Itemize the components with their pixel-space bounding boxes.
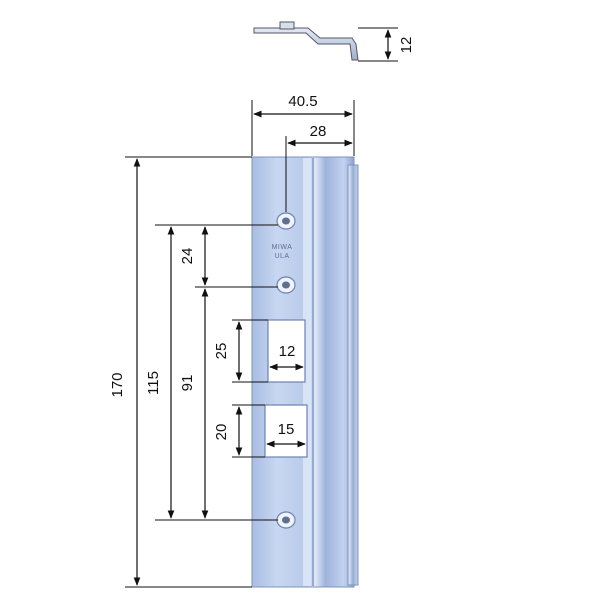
slot-dimensions: 25 12 20 15 — [213, 319, 306, 458]
side-profile-body — [253, 27, 359, 61]
top-hole-spacing-label: 24 — [179, 248, 196, 265]
slot2-width-label: 15 — [278, 421, 295, 438]
outer-hole-spacing-label: 115 — [145, 371, 162, 395]
strike-plate: MIWA ULA — [251, 156, 359, 588]
overall-width-label: 40.5 — [288, 93, 317, 110]
slot2-height-label: 20 — [213, 424, 230, 441]
screw-hole-top — [276, 212, 296, 230]
overall-height-label: 170 — [109, 372, 126, 397]
screw-hole-middle — [276, 276, 296, 294]
slot1-height-label: 25 — [213, 343, 230, 360]
hole-offset-label: 28 — [310, 123, 327, 140]
plate-ridge — [303, 158, 311, 586]
plate-side-flange — [347, 164, 359, 586]
emboss-line2: ULA — [274, 253, 289, 260]
emboss-line1: MIWA — [272, 244, 293, 251]
latch-slot-lower — [264, 404, 308, 458]
hole-to-bottom-hole-label: 91 — [179, 375, 196, 392]
slot1-width-label: 12 — [279, 343, 296, 360]
side-profile-tab — [279, 21, 295, 30]
latch-slot-upper — [267, 319, 306, 383]
side-profile: 12 — [253, 21, 415, 62]
height-dimensions: 170 115 24 91 — [109, 156, 278, 588]
screw-hole-bottom — [276, 511, 296, 529]
width-dimensions: 40.5 28 — [251, 93, 355, 212]
profile-height-label: 12 — [398, 37, 415, 54]
